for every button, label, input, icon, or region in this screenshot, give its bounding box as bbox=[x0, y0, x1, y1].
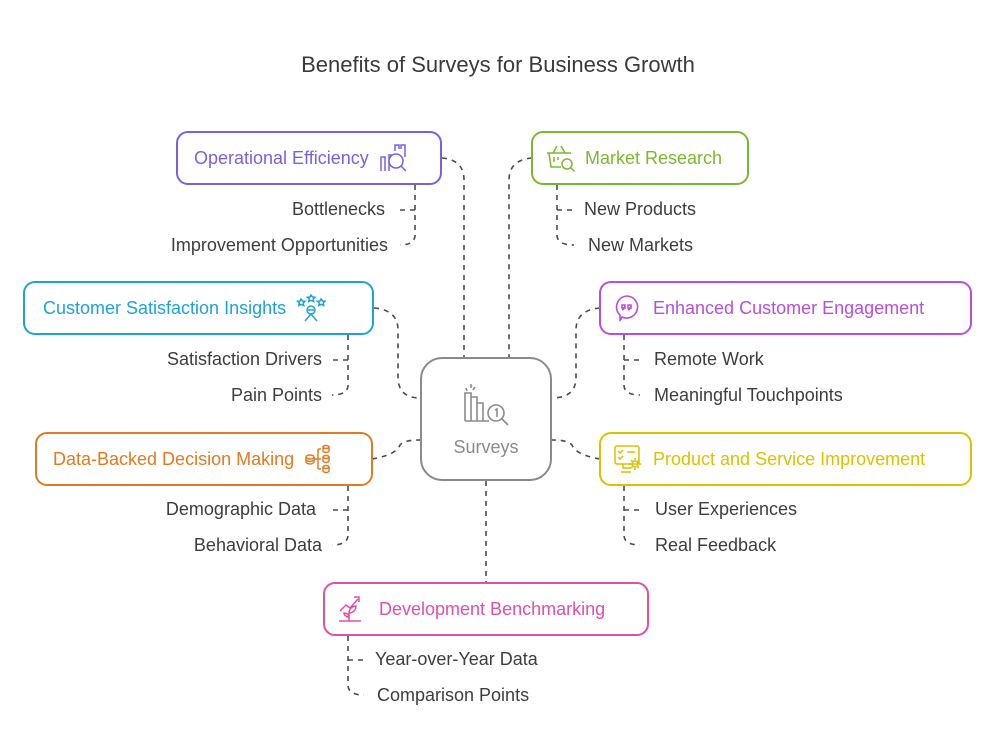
sub-connector-dbd bbox=[331, 486, 349, 546]
sub-connector-mr bbox=[556, 185, 575, 246]
node-label: Product and Service Improvement bbox=[653, 448, 926, 469]
sub-connector-csi bbox=[331, 335, 349, 396]
node-label: Customer Satisfaction Insights bbox=[43, 297, 287, 318]
node-customer-satisfaction-insights[interactable]: Customer Satisfaction Insights bbox=[23, 281, 374, 335]
connector-operational-efficiency bbox=[441, 157, 465, 357]
sub-item: Year-over-Year Data bbox=[375, 649, 538, 669]
connector-market-research bbox=[508, 157, 533, 357]
node-data-backed-decision-making[interactable]: Data-Backed Decision Making bbox=[35, 432, 373, 486]
sub-item: Real Feedback bbox=[655, 535, 777, 555]
center-node-surveys[interactable]: Surveys bbox=[420, 357, 552, 481]
sub-item: Behavioral Data bbox=[193, 535, 322, 555]
center-label: Surveys bbox=[453, 437, 519, 457]
quote-bubble-icon bbox=[615, 295, 639, 322]
node-label: Enhanced Customer Engagement bbox=[653, 297, 925, 318]
connector-customer-satisfaction bbox=[373, 307, 421, 399]
sub-connector-ece bbox=[623, 335, 641, 396]
stars-person-icon bbox=[296, 293, 327, 322]
efficiency-search-icon bbox=[380, 144, 407, 172]
diagram-title: Benefits of Surveys for Business Growth bbox=[301, 52, 695, 77]
sub-item: New Products bbox=[584, 199, 697, 219]
sub-item: Pain Points bbox=[230, 385, 322, 405]
node-label: Operational Efficiency bbox=[194, 147, 369, 168]
sub-connector-psi bbox=[623, 486, 641, 546]
sub-item: Improvement Opportunities bbox=[170, 235, 388, 255]
node-label: Development Benchmarking bbox=[379, 598, 606, 619]
node-label: Data-Backed Decision Making bbox=[53, 448, 295, 469]
monitor-gear-icon bbox=[614, 445, 641, 473]
sub-item: Satisfaction Drivers bbox=[166, 349, 322, 369]
sub-item: Bottlenecks bbox=[291, 199, 385, 219]
sub-item: Demographic Data bbox=[165, 499, 316, 519]
sub-item: Comparison Points bbox=[377, 685, 530, 705]
basket-search-icon bbox=[547, 145, 576, 173]
connector-data-backed bbox=[371, 439, 421, 460]
node-operational-efficiency[interactable]: Operational Efficiency bbox=[176, 131, 442, 185]
node-label: Market Research bbox=[585, 147, 723, 168]
database-tree-icon bbox=[305, 444, 330, 474]
sub-item: User Experiences bbox=[655, 499, 798, 519]
sub-connector-oe bbox=[399, 185, 416, 246]
node-development-benchmarking[interactable]: Development Benchmarking bbox=[323, 582, 649, 636]
node-market-research[interactable]: Market Research bbox=[531, 131, 749, 185]
sub-item: Meaningful Touchpoints bbox=[654, 385, 843, 405]
growth-plant-icon bbox=[339, 596, 361, 622]
sub-item: New Markets bbox=[588, 235, 694, 255]
node-enhanced-customer-engagement[interactable]: Enhanced Customer Engagement bbox=[599, 281, 972, 335]
sub-connector-db bbox=[347, 636, 365, 696]
connector-customer-engagement bbox=[551, 307, 601, 399]
node-product-and-service-improvement[interactable]: Product and Service Improvement bbox=[599, 432, 972, 486]
sub-item: Remote Work bbox=[654, 349, 764, 369]
connector-product-service bbox=[551, 439, 601, 460]
survey-chart-icon bbox=[464, 384, 509, 426]
